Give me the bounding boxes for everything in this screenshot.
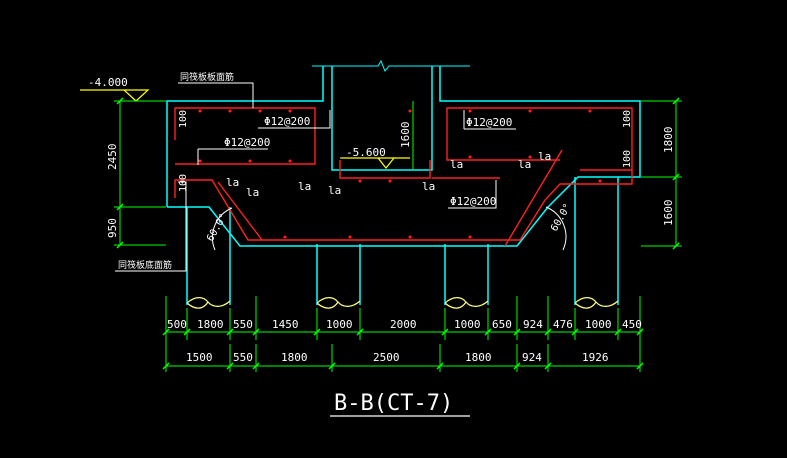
vdim-left-upper: 2450 bbox=[106, 144, 119, 171]
la-label: la bbox=[246, 186, 259, 199]
vdim-right-upper: 1800 bbox=[662, 127, 675, 154]
leader-top-right bbox=[463, 110, 516, 130]
pit-break-line bbox=[312, 59, 470, 72]
section-outline bbox=[166, 59, 641, 305]
dim-row1-value: 500 bbox=[167, 318, 187, 331]
slant-bar-left bbox=[217, 181, 263, 241]
dim-row1-value: 550 bbox=[233, 318, 253, 331]
cover-right-top: 100 bbox=[622, 110, 633, 128]
dim-row2-value: 1800 bbox=[281, 351, 308, 364]
rebar-label-top-right: Φ12@200 bbox=[466, 116, 512, 129]
rebar-label-bottom-right: Φ12@200 bbox=[450, 195, 496, 208]
top-note-text: 同筏板板面筋 bbox=[180, 71, 234, 83]
la-label: la bbox=[422, 180, 435, 193]
dim-row1-value: 1000 bbox=[585, 318, 612, 331]
dim-right-vertical bbox=[641, 100, 682, 247]
top-level-marker bbox=[80, 89, 150, 102]
vdim-right-lower: 1600 bbox=[662, 200, 675, 227]
dim-row2-value: 1926 bbox=[582, 351, 609, 364]
vdim-left-lower: 950 bbox=[106, 218, 119, 238]
leader-bottom-right bbox=[448, 180, 497, 209]
dim-row1-value: 1000 bbox=[326, 318, 353, 331]
la-label: la bbox=[538, 150, 551, 163]
cover-left-bottom: 100 bbox=[178, 174, 189, 192]
la-label: la bbox=[450, 158, 463, 171]
dim-row1-value: 2000 bbox=[390, 318, 417, 331]
top-left-bar bbox=[174, 107, 316, 165]
pile-4 bbox=[574, 177, 619, 305]
bottom-note-leader bbox=[115, 181, 187, 272]
rebar-lines bbox=[174, 107, 633, 247]
dim-row2-value: 1500 bbox=[186, 351, 213, 364]
pile-break-4 bbox=[574, 297, 619, 309]
cover-left-top: 100 bbox=[178, 110, 189, 128]
dim-row1-value: 476 bbox=[553, 318, 573, 331]
dim-row2-ticks bbox=[229, 344, 549, 372]
section-title: B-B(CT-7) bbox=[334, 391, 453, 416]
pit-level-marker bbox=[342, 157, 410, 169]
la-label: la bbox=[518, 158, 531, 171]
la-label: la bbox=[298, 180, 311, 193]
bottom-note-text: 同筏板底面筋 bbox=[118, 259, 172, 271]
dim-row2-value: 924 bbox=[522, 351, 542, 364]
pit-bar bbox=[339, 160, 431, 179]
angle-arcs bbox=[211, 206, 567, 251]
dimension-lines bbox=[114, 100, 682, 372]
rebar-dots bbox=[198, 109, 602, 239]
outer-profile bbox=[166, 66, 641, 247]
pile-3 bbox=[444, 244, 489, 305]
cover-right-mid: 100 bbox=[622, 150, 633, 168]
dim-row1-value: 1800 bbox=[197, 318, 224, 331]
top-note-leader bbox=[178, 82, 254, 108]
dim-row1-value: 924 bbox=[523, 318, 543, 331]
dim-row1-value: 1000 bbox=[454, 318, 481, 331]
slant-bar-right bbox=[504, 149, 563, 247]
left-angle-arc bbox=[211, 207, 233, 251]
pile-break-3 bbox=[444, 297, 489, 309]
dimension-arrows bbox=[116, 97, 680, 370]
pile-1 bbox=[186, 207, 231, 305]
leader-inner-left bbox=[197, 148, 268, 165]
la-label: la bbox=[226, 176, 239, 189]
dim-row2-value: 1800 bbox=[465, 351, 492, 364]
rebar-label-inner-left: Φ12@200 bbox=[224, 136, 270, 149]
angle-right-label: 60.0° bbox=[549, 202, 574, 234]
pile-2 bbox=[316, 244, 361, 305]
dim-row1-ticks bbox=[165, 296, 641, 372]
dim-row1-value: 1450 bbox=[272, 318, 299, 331]
elevation-markers bbox=[80, 89, 410, 169]
pile-break-2 bbox=[316, 297, 361, 309]
right-angle-arc bbox=[545, 206, 567, 251]
bottom-bar bbox=[174, 170, 633, 241]
labels: -4.000 -5.600 同筏板板面筋 同筏板底面筋 Φ12@200 Φ12@… bbox=[88, 71, 675, 416]
la-label: la bbox=[328, 184, 341, 197]
top-level-label: -4.000 bbox=[88, 76, 128, 89]
pit-profile bbox=[331, 66, 433, 171]
pit-level-label: -5.600 bbox=[346, 146, 386, 159]
dim-row1-value: 650 bbox=[492, 318, 512, 331]
top-right-bar bbox=[446, 107, 633, 171]
rebar-label-top-left: Φ12@200 bbox=[264, 115, 310, 128]
pile-break-1 bbox=[186, 297, 231, 309]
vdim-pit-depth: 1600 bbox=[399, 122, 412, 149]
dim-left-vertical bbox=[114, 100, 166, 246]
dim-row2-value: 550 bbox=[233, 351, 253, 364]
dim-row2-value: 2500 bbox=[373, 351, 400, 364]
pile-break-marks bbox=[186, 297, 619, 309]
leader-top-left bbox=[258, 110, 331, 129]
dim-row1-value: 450 bbox=[622, 318, 642, 331]
